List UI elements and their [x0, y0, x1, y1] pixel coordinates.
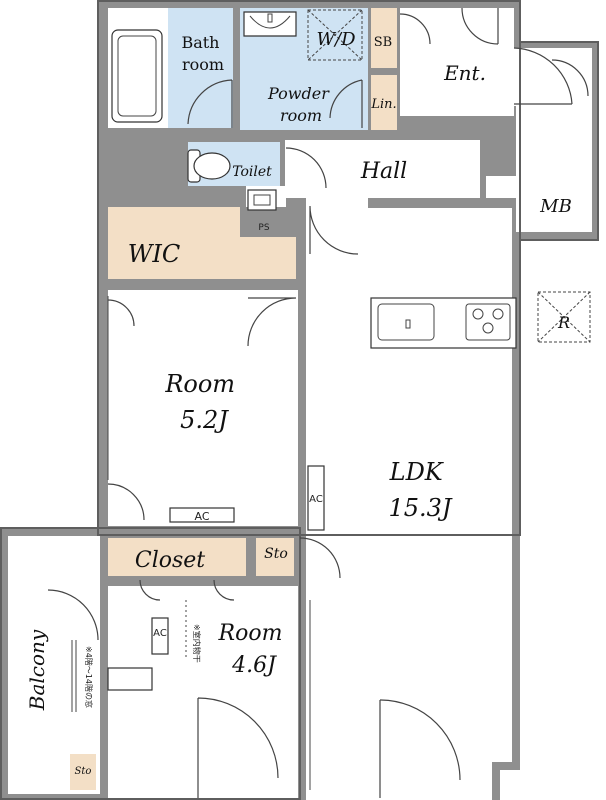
fridge-space: [537, 291, 591, 343]
label-bath: Bath room: [181, 33, 224, 74]
labels: Bath room W/D SB Ent. Powder room Lin. T…: [25, 29, 572, 777]
label-sto1: Sto: [264, 546, 288, 562]
label-sto2: Sto: [75, 766, 92, 777]
label-ac2: AC: [309, 494, 323, 505]
sb-area: [371, 8, 397, 68]
ldk-hall-link: [306, 198, 368, 212]
cooktop: [465, 303, 511, 341]
mb-notch: [486, 176, 516, 198]
label-ac1: AC: [194, 510, 209, 523]
hall-floor: [285, 140, 480, 198]
label-powder: Powder room: [267, 84, 334, 125]
label-ac3: AC: [153, 628, 167, 639]
label-hall: Hall: [360, 159, 407, 184]
washer-dryer: [307, 9, 363, 61]
ldk-floor: [306, 208, 512, 800]
room2-shelf: [107, 667, 153, 691]
label-room1: Room 5.2J: [164, 370, 242, 434]
label-ps: PS: [258, 223, 269, 233]
label-closet: Closet: [135, 548, 205, 573]
label-note-drying: ※室内物干: [192, 624, 202, 663]
ac-unit-ldk: [307, 465, 325, 531]
label-wd: W/D: [317, 29, 357, 50]
fixtures: [71, 9, 591, 790]
label-toilet: Toilet: [232, 164, 272, 180]
ac-unit-room1: [169, 507, 235, 523]
wic-ps-notch: [240, 207, 296, 237]
lin-area: [371, 75, 397, 130]
powder-sink: [243, 11, 297, 37]
label-mb: MB: [539, 196, 572, 217]
label-room2: Room 4.6J: [218, 621, 290, 678]
balcony-floor: [8, 536, 100, 794]
label-r: R: [557, 313, 570, 332]
mb-floor: [516, 106, 592, 232]
storage-areas: [70, 8, 397, 790]
label-note-window: ※4階～14階の窓: [84, 646, 94, 708]
room1-floor: [108, 290, 298, 526]
ac-unit-room2: [151, 617, 169, 655]
doors: [47, 7, 589, 798]
label-sb: SB: [374, 35, 392, 50]
toilet-sink: [247, 189, 277, 211]
label-ldk: LDK 15.3J: [388, 458, 452, 522]
label-wic: WIC: [128, 240, 181, 268]
sto1-area: [256, 538, 294, 576]
entrance-floor: [400, 8, 514, 116]
label-balcony: Balcony: [25, 629, 49, 711]
room2-floor: [108, 586, 298, 800]
entrance-alcove: [514, 48, 592, 106]
bathtub: [111, 29, 163, 123]
floors: [8, 8, 592, 800]
closet-area: [108, 538, 246, 576]
label-lin: Lin.: [370, 97, 396, 112]
kitchen-sink: [377, 303, 435, 341]
label-ent: Ent.: [443, 61, 486, 85]
sto2-area: [70, 754, 96, 790]
